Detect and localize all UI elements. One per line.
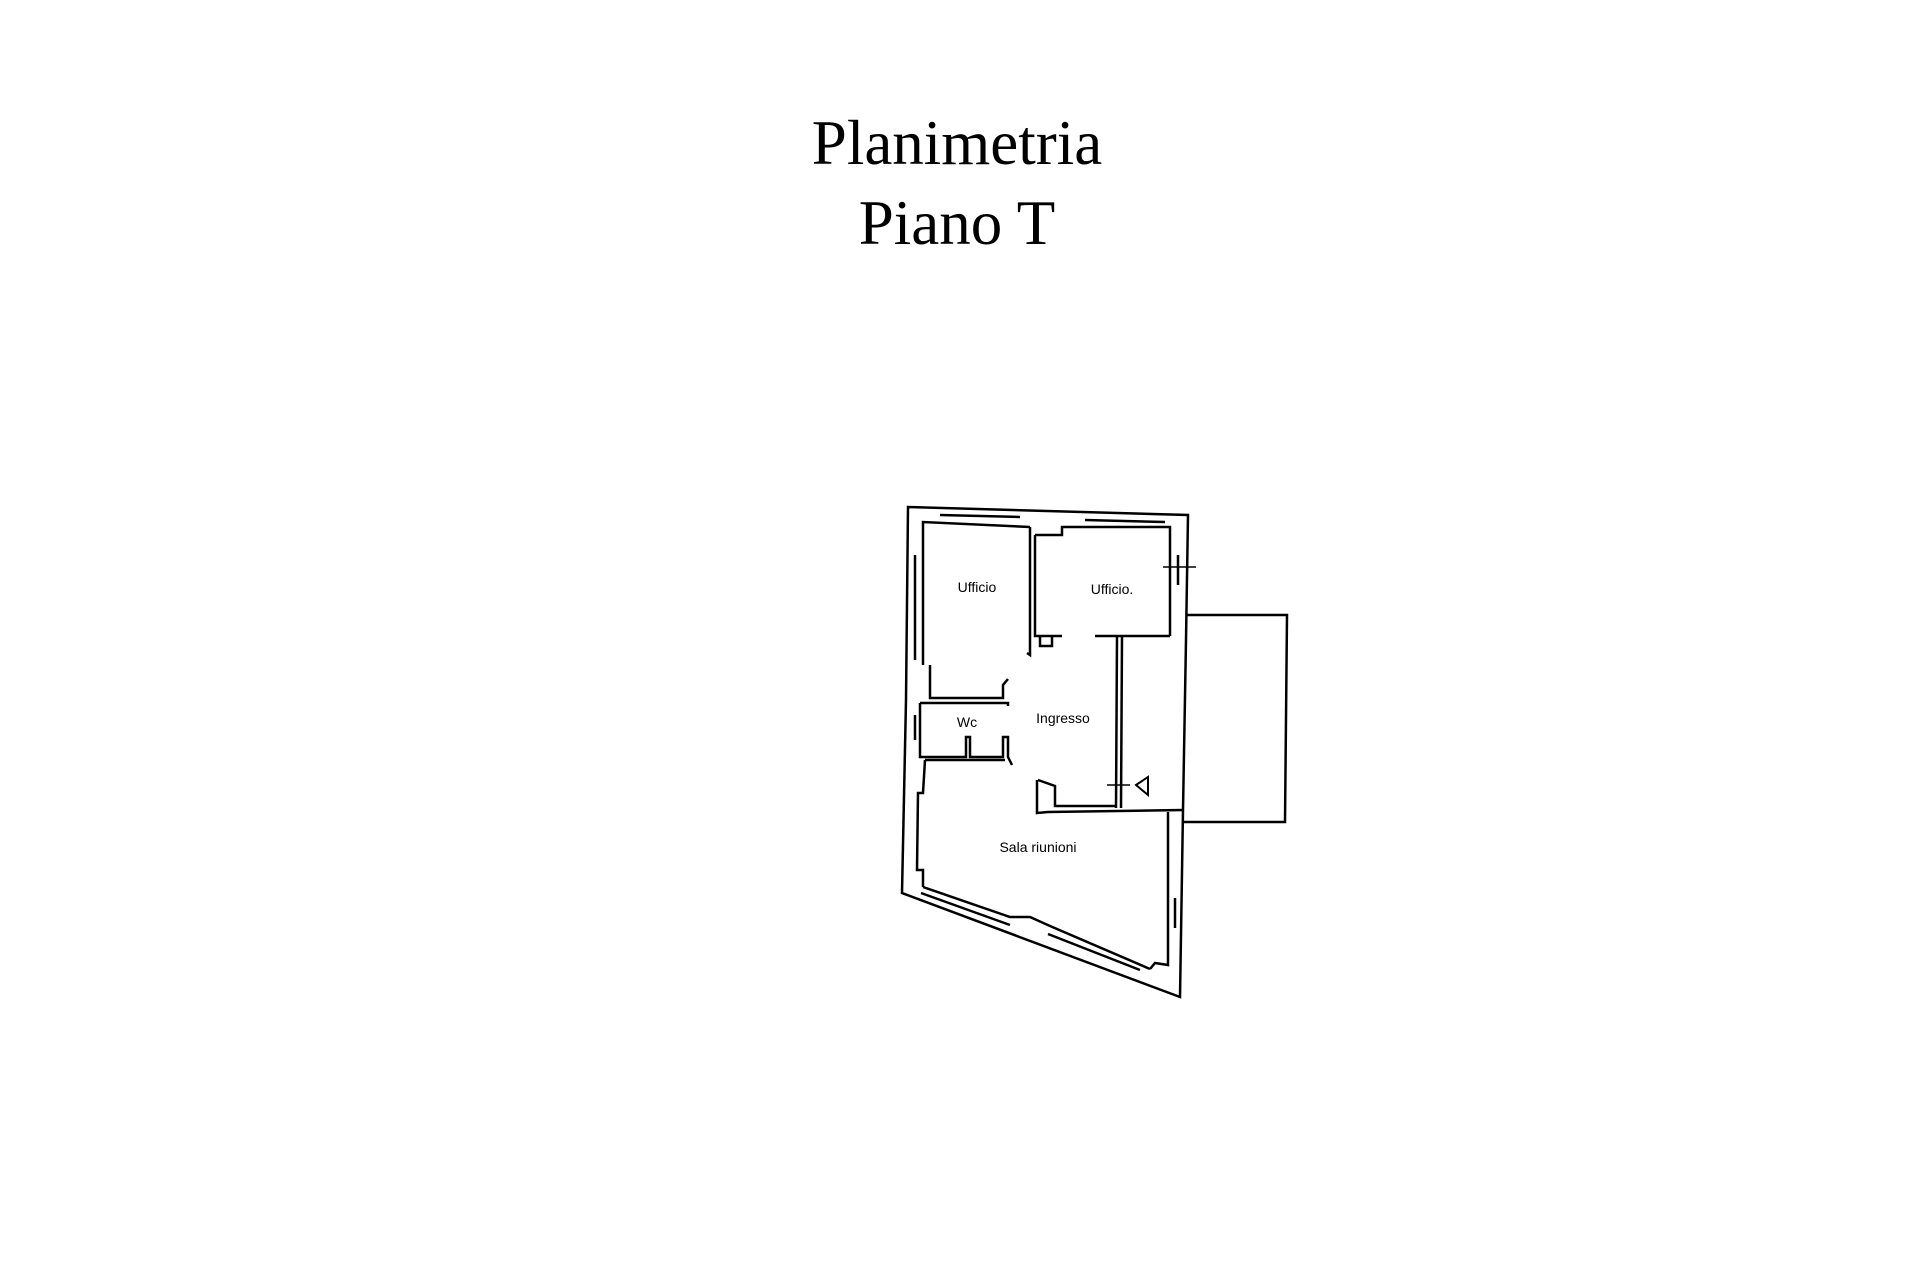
floor-subtitle: Piano T (858, 188, 1056, 258)
inner-wall (1035, 525, 1172, 636)
wall-meeting-top (1035, 780, 1184, 815)
inner-wall (921, 520, 1031, 665)
room-label-wc: Wc (957, 714, 977, 730)
wall-office-wc (928, 665, 1009, 700)
wall-office-divider (1033, 535, 1062, 638)
terrace-outline (1183, 613, 1289, 824)
wall-entrance-right (1119, 636, 1124, 809)
window (920, 891, 1011, 927)
door-jamb (1038, 636, 1054, 648)
wall-meeting-right (1149, 812, 1170, 970)
room-label-meeting: Sala riunioni (999, 839, 1076, 855)
wall-meeting-top (1037, 778, 1116, 808)
window (939, 513, 1021, 519)
room-label-entrance: Ingresso (1036, 710, 1090, 726)
wall-entrance-right (1114, 636, 1119, 809)
entrance-arrow-icon (1134, 775, 1149, 798)
wall-wc-top (920, 701, 1010, 706)
room-label-office-2: Ufficio. (1091, 581, 1134, 597)
wall-wc-bottom (918, 703, 1014, 766)
plan-title: Planimetria (811, 108, 1103, 178)
window (1047, 932, 1141, 972)
wall-meeting-left (915, 759, 927, 887)
window (1084, 518, 1166, 524)
wall-office-divider (1026, 527, 1032, 658)
outer-wall (900, 505, 1190, 999)
room-label-office: Ufficio (958, 579, 997, 595)
wall-meeting-bottom (922, 885, 1151, 971)
